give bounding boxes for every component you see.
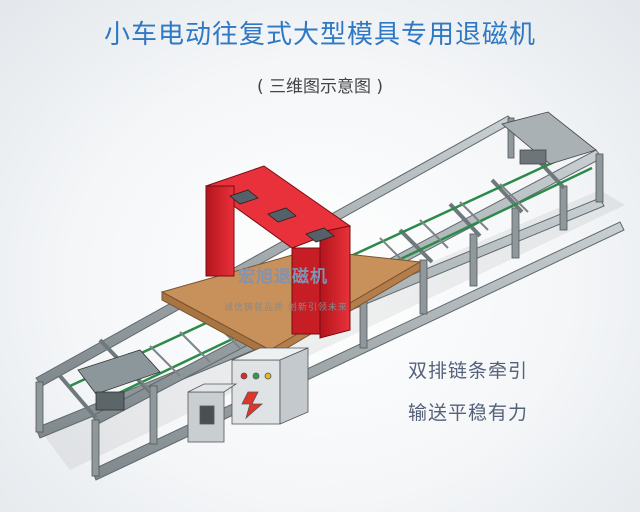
demagnetizer-arch	[204, 165, 352, 339]
feature-text-2: 输送平稳有力	[408, 402, 529, 424]
logo-name: 宏旭退磁机	[238, 267, 328, 287]
drive-unit	[501, 111, 597, 165]
logo-slogan: 诚信铸就品质 创新引领未来	[224, 303, 348, 313]
control-cabinet	[231, 347, 309, 425]
motor-unit	[77, 349, 161, 411]
coil-boxes	[229, 189, 335, 243]
electrical-box	[187, 383, 238, 443]
page-subtitle: ( 三维图示意图 )	[256, 77, 384, 97]
page-title: 小车电动往复式大型模具专用退磁机	[103, 20, 536, 50]
feature-text-1: 双排链条牵引	[408, 360, 529, 382]
